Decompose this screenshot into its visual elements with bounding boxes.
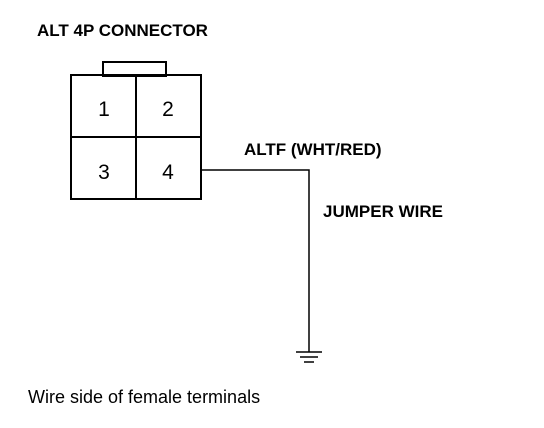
wire-color-label: ALTF (WHT/RED) (244, 140, 382, 159)
view-caption: Wire side of female terminals (28, 387, 261, 407)
pin-number-4: 4 (162, 161, 174, 184)
ground-icon (296, 351, 322, 363)
pin-number-1: 1 (98, 98, 110, 121)
jumper-wire-label: JUMPER WIRE (323, 202, 443, 221)
pin-number-2: 2 (162, 98, 174, 121)
connector-lock-tab (102, 61, 167, 77)
connector-title: ALT 4P CONNECTOR (37, 21, 208, 40)
jumper-wire (201, 169, 310, 352)
pin-number-3: 3 (98, 161, 110, 184)
